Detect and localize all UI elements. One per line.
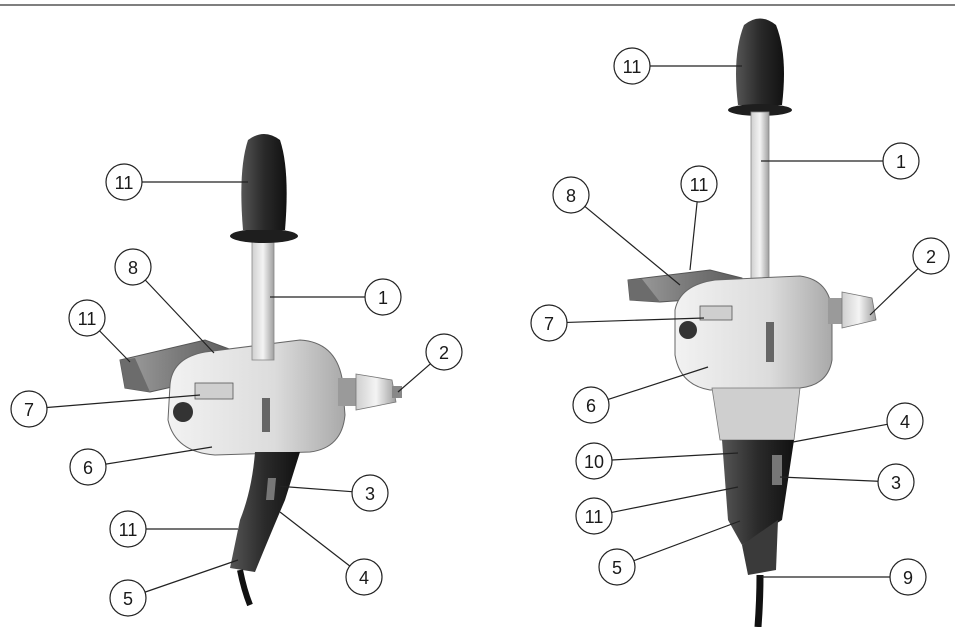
callout-l-6: 6: [69, 446, 213, 486]
callout-circle: [10, 390, 48, 428]
callout-number: 7: [24, 400, 34, 420]
leader-line: [584, 205, 681, 286]
callout-l-4: 4: [279, 511, 383, 596]
callout-r-6: 6: [572, 366, 709, 424]
callout-circle: [425, 333, 463, 371]
callout-number: 1: [378, 288, 388, 308]
callout-circle: [345, 558, 383, 596]
callout-circle: [105, 163, 143, 201]
callout-number: 10: [584, 452, 604, 472]
callout-l-1: 1: [270, 278, 402, 316]
callout-r-11b: 11: [680, 165, 718, 271]
callout-l-8: 8: [114, 248, 215, 354]
callout-circle: [109, 579, 147, 617]
callout-number: 5: [123, 589, 133, 609]
callout-r-4: 4: [792, 402, 924, 443]
leader-line: [792, 423, 888, 443]
callout-l-11a: 11: [105, 163, 248, 201]
callout-number: 11: [585, 507, 604, 527]
leader-line: [779, 476, 879, 482]
callout-number: 11: [115, 173, 134, 193]
callout-circle: [575, 497, 613, 535]
callout-r-7: 7: [530, 304, 705, 342]
callout-l-3: 3: [275, 474, 389, 512]
callout-r-11a: 11: [613, 47, 742, 85]
leader-line: [611, 452, 739, 461]
callout-circle: [68, 299, 106, 337]
callout-r-10: 10: [575, 442, 739, 480]
leader-line: [105, 446, 213, 465]
right-drill-illustration: [627, 18, 877, 627]
callout-number: 4: [359, 568, 369, 588]
callout-number: 11: [119, 520, 138, 540]
leader-line: [279, 511, 351, 567]
callout-number: 4: [900, 412, 910, 432]
leader-line: [566, 317, 705, 324]
callout-number: 11: [690, 175, 709, 195]
callout-number: 6: [586, 396, 596, 416]
callout-number: 11: [623, 57, 642, 77]
callout-circle: [598, 548, 636, 586]
left-drill-illustration: [119, 134, 402, 607]
callout-circle: [572, 386, 610, 424]
callout-circle: [882, 142, 920, 180]
callout-circle: [109, 510, 147, 548]
callout-number: 3: [365, 484, 375, 504]
callout-circle: [889, 558, 927, 596]
callout-r-11c: 11: [575, 486, 739, 535]
leader-line: [689, 201, 698, 271]
callout-r-3: 3: [779, 463, 915, 501]
callout-circle: [613, 47, 651, 85]
callout-number: 2: [926, 247, 936, 267]
callout-r-5: 5: [598, 520, 741, 586]
callout-circle: [680, 165, 718, 203]
callout-l-2: 2: [397, 333, 463, 393]
callout-l-11b: 11: [68, 299, 131, 363]
callout-circle: [114, 248, 152, 286]
leader-line: [144, 279, 215, 354]
callout-number: 2: [439, 343, 449, 363]
leader-line: [607, 366, 709, 401]
callout-number: 6: [83, 458, 93, 478]
callout-number: 1: [896, 152, 906, 172]
callout-r-8: 8: [552, 176, 681, 286]
callout-circle: [530, 304, 568, 342]
leader-line: [633, 520, 741, 562]
callout-number: 7: [544, 314, 554, 334]
callout-number: 11: [78, 309, 97, 329]
callout-circle: [69, 448, 107, 486]
callout-circle: [364, 278, 402, 316]
callout-circle: [877, 463, 915, 501]
callout-r-2: 2: [869, 237, 950, 316]
callout-r-1: 1: [761, 142, 920, 180]
callout-number: 8: [128, 258, 138, 278]
leader-line: [397, 363, 431, 393]
callout-r-9: 9: [762, 558, 927, 596]
leader-line: [99, 330, 131, 363]
callout-l-5: 5: [109, 559, 239, 617]
callout-circle: [351, 474, 389, 512]
callout-l-7: 7: [10, 390, 201, 428]
leader-line: [46, 394, 201, 409]
leader-line: [144, 559, 239, 593]
callout-number: 9: [903, 568, 913, 588]
callout-number: 3: [891, 473, 901, 493]
callout-circle: [575, 442, 613, 480]
callout-circle: [886, 402, 924, 440]
leader-line: [869, 268, 919, 316]
callout-circle: [912, 237, 950, 275]
callout-l-11c: 11: [109, 510, 238, 548]
leader-line: [611, 486, 739, 514]
callout-number: 8: [566, 186, 576, 206]
callout-circle: [552, 176, 590, 214]
leader-line: [275, 485, 353, 493]
callout-number: 5: [612, 558, 622, 578]
